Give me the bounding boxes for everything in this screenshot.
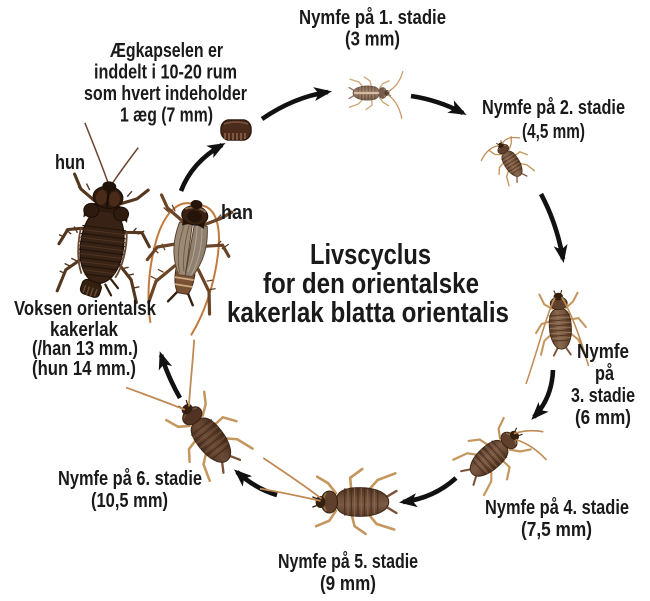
svg-text:kakerlak: kakerlak bbox=[50, 318, 118, 341]
svg-text:(hun 14 mm.): (hun 14 mm.) bbox=[32, 357, 136, 380]
svg-text:Nymfe på 5. stadie: Nymfe på 5. stadie bbox=[278, 550, 418, 573]
svg-text:Ægkapselen er: Ægkapselen er bbox=[110, 39, 223, 62]
svg-text:hun: hun bbox=[55, 151, 85, 174]
svg-text:Nymfe på 4. stadie: Nymfe på 4. stadie bbox=[485, 496, 629, 519]
svg-text:(9 mm): (9 mm) bbox=[320, 572, 376, 595]
svg-text:Nymfe på 6. stadie: Nymfe på 6. stadie bbox=[58, 467, 202, 490]
svg-text:inddelt i 10-20 rum: inddelt i 10-20 rum bbox=[94, 61, 237, 84]
svg-text:kakerlak blatta orientalis: kakerlak blatta orientalis bbox=[227, 297, 509, 329]
svg-text:Voksen orientalsk: Voksen orientalsk bbox=[14, 297, 156, 320]
svg-text:på: på bbox=[595, 362, 614, 385]
svg-text:Nymfe på 1. stadie: Nymfe på 1. stadie bbox=[299, 6, 446, 29]
svg-text:(7,5 mm): (7,5 mm) bbox=[521, 518, 592, 541]
svg-text:Livscyclus: Livscyclus bbox=[310, 239, 431, 271]
svg-text:1 æg (7 mm): 1 æg (7 mm) bbox=[120, 104, 213, 127]
svg-text:(10,5 mm): (10,5 mm) bbox=[91, 489, 168, 512]
svg-text:3. stadie: 3. stadie bbox=[571, 384, 635, 407]
svg-text:(3 mm): (3 mm) bbox=[345, 28, 400, 51]
svg-text:(4,5 mm): (4,5 mm) bbox=[522, 120, 585, 143]
svg-text:for den orientalske: for den orientalske bbox=[263, 268, 479, 300]
svg-text:Nymfe: Nymfe bbox=[577, 340, 629, 363]
svg-text:han: han bbox=[221, 201, 253, 224]
svg-text:(/han 13 mm.): (/han 13 mm.) bbox=[32, 337, 138, 360]
svg-text:som hvert indeholder: som hvert indeholder bbox=[84, 82, 247, 105]
svg-text:(6 mm): (6 mm) bbox=[575, 406, 631, 429]
svg-text:Nymfe på 2. stadie: Nymfe på 2. stadie bbox=[482, 96, 625, 119]
